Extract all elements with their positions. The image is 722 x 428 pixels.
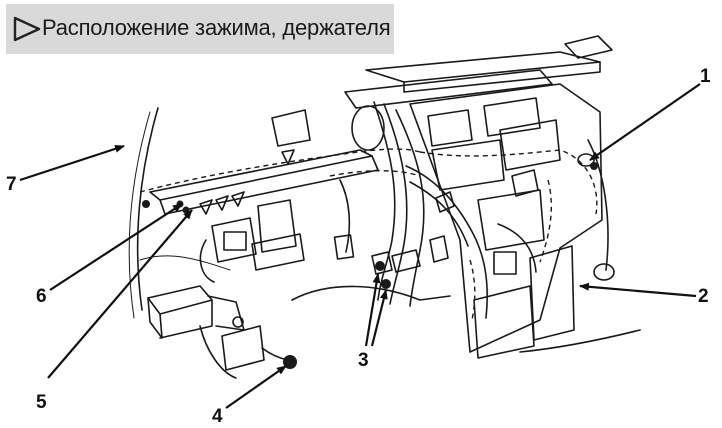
- triangle-outline-icon: [13, 16, 41, 42]
- dashboard-illustration: [128, 35, 641, 379]
- harness-route-dashed: [139, 148, 598, 321]
- legend-text: Расположение зажима, держателя: [42, 15, 391, 40]
- callout-7: 7: [6, 174, 17, 195]
- callout-1: 1: [700, 66, 711, 87]
- arrow-2: [579, 282, 697, 298]
- arrow-5: [47, 209, 193, 379]
- arrow-3b: [370, 289, 388, 347]
- callout-5: 5: [36, 392, 47, 413]
- callout-arrows: [19, 83, 701, 409]
- callout-2: 2: [698, 286, 709, 307]
- arrow-7: [19, 144, 125, 182]
- arrow-4: [225, 365, 287, 409]
- arrow-6: [49, 203, 183, 291]
- callout-4: 4: [212, 406, 223, 427]
- callout-3: 3: [358, 350, 369, 371]
- arrow-1: [589, 83, 701, 161]
- callout-6: 6: [36, 286, 47, 307]
- callout-labels: 1 2 3 4 5 6 7: [6, 66, 711, 427]
- arrow-3a: [364, 273, 381, 347]
- legend-bar: Расположение зажима, держателя: [6, 4, 394, 54]
